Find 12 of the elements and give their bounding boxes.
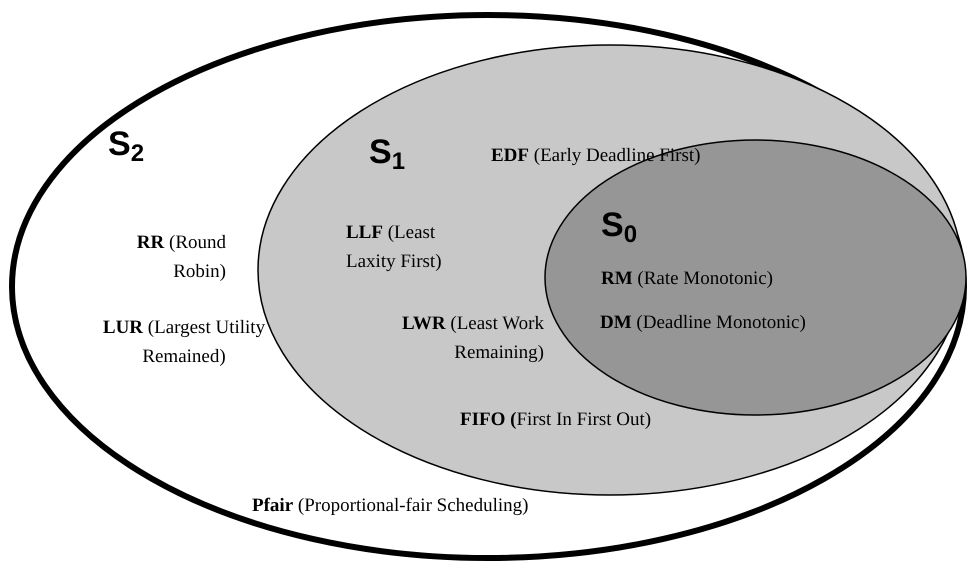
algorithm-label: LLF (Least Laxity First) [346, 221, 443, 274]
algorithm-label: LUR (Largest Utility Remained) [102, 316, 266, 369]
algorithm-label: Pfair (Proportional-fair Scheduling) [252, 494, 528, 518]
set-label: S$_{2}$ [108, 127, 144, 161]
algorithm-label: FIFO (First In First Out) [460, 408, 652, 432]
algorithm-label: LWR (Least Work Remaining) [400, 312, 544, 365]
algorithm-label: RM (Rate Monotonic) [601, 267, 774, 291]
algorithm-label: RR (Round Robin) [136, 231, 226, 284]
algorithm-label: DM (Deadline Monotonic) [600, 311, 806, 335]
set-label: S$_{1}$ [369, 135, 406, 169]
set-label: S$_{0}$ [601, 208, 638, 242]
algorithm-label: EDF (Early Deadline First) [491, 144, 700, 168]
